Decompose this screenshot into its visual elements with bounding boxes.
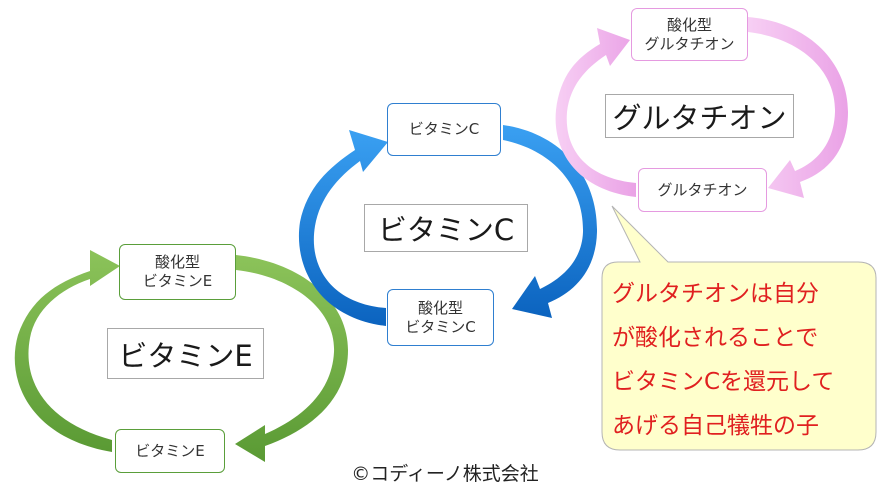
- glutathione-oxidized-node: 酸化型 グルタチオン: [631, 8, 748, 61]
- vitamin-c-reduced-node: ビタミンC: [387, 103, 501, 156]
- vitamin-e-oxidized-node: 酸化型 ビタミンE: [119, 244, 236, 300]
- callout-bubble: [601, 205, 877, 451]
- glutathione-arrow-down: [748, 17, 848, 198]
- vitamin-c-arrow-up: [298, 130, 388, 326]
- vitamin-e-title: ビタミンE: [107, 328, 264, 379]
- glutathione-arrow-up: [555, 28, 636, 197]
- vitamin-e-reduced-node: ビタミンE: [115, 429, 225, 473]
- glutathione-reduced-node: グルタチオン: [638, 168, 767, 212]
- glutathione-title: グルタチオン: [605, 94, 794, 138]
- vitamin-c-title: ビタミンC: [364, 204, 528, 252]
- vitamin-c-arrow-down: [503, 125, 598, 318]
- copyright-text: ©コディーノ株式会社: [351, 463, 539, 485]
- vitamin-e-arrow-up: [14, 250, 120, 452]
- vitamin-c-oxidized-node: 酸化型 ビタミンC: [387, 289, 494, 346]
- callout-text: グルタチオンは自分 が酸化されることで ビタミンCを還元して あげる自己犠牲の子: [612, 281, 835, 439]
- vitamin-e-arrow-down: [235, 255, 348, 462]
